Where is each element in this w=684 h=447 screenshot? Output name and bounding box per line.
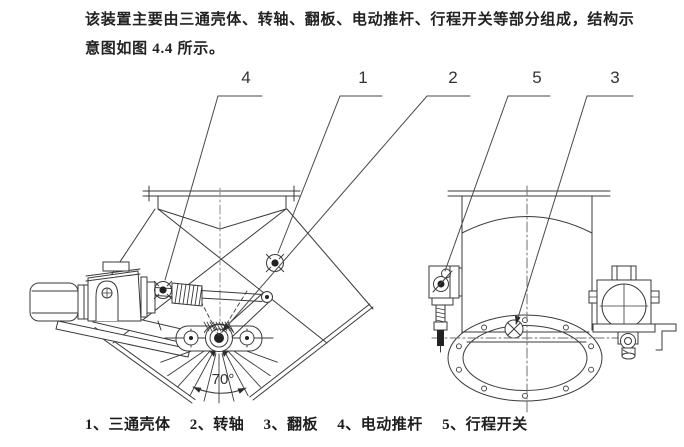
flange-bolt-holes xyxy=(456,318,593,399)
leader-lines xyxy=(165,96,633,332)
side-centerlines xyxy=(432,186,624,414)
intro-line-1: 该装置主要由三通壳体、转轴、翻板、电动推杆、行程开关等部分组成，结构示 xyxy=(85,12,635,28)
actuator-motor xyxy=(30,262,155,321)
leader-3-arrowhead xyxy=(514,315,521,325)
angle-label: 70° xyxy=(211,371,235,388)
side-view xyxy=(429,186,676,414)
angle-dimension-arc xyxy=(193,387,246,394)
limit-switch xyxy=(429,266,462,352)
front-inlet-flange xyxy=(143,186,300,209)
legend-item-5: 5、行程开关 xyxy=(442,417,528,433)
legend-item-2: 2、转轴 xyxy=(189,417,245,433)
callout-2: 2 xyxy=(448,68,458,87)
housing-target xyxy=(265,253,285,273)
intro-paragraph: 该装置主要由三通壳体、转轴、翻板、电动推杆、行程开关等部分组成，结构示 意图如图… xyxy=(85,6,665,64)
callout-4: 4 xyxy=(241,68,251,87)
legend-item-4: 4、电动推杆 xyxy=(337,417,423,433)
callout-5: 5 xyxy=(532,68,542,87)
leader-5 xyxy=(445,96,550,271)
legend-item-3: 3、翻板 xyxy=(263,417,319,433)
side-inlet-flange xyxy=(448,191,610,196)
legend-item-1: 1、三通壳体 xyxy=(85,417,171,433)
intro-line-2: 意图如图 4.4 所示。 xyxy=(85,41,225,57)
bearing-mount xyxy=(589,266,676,359)
leader-4 xyxy=(165,96,262,280)
side-body xyxy=(448,196,602,401)
callout-1: 1 xyxy=(358,68,368,87)
leader-3 xyxy=(516,96,633,324)
callout-3: 3 xyxy=(610,68,620,87)
crank-linkage xyxy=(155,283,273,337)
leader-2 xyxy=(222,96,470,332)
figure-legend: 1、三通壳体 2、转轴 3、翻板 4、电动推杆 5、行程开关 xyxy=(85,413,543,434)
flap-edge xyxy=(462,320,589,342)
shaft-hub xyxy=(165,322,273,352)
front-view xyxy=(30,186,373,403)
leader-1 xyxy=(278,96,382,253)
leader-2-arrowhead xyxy=(222,323,231,332)
